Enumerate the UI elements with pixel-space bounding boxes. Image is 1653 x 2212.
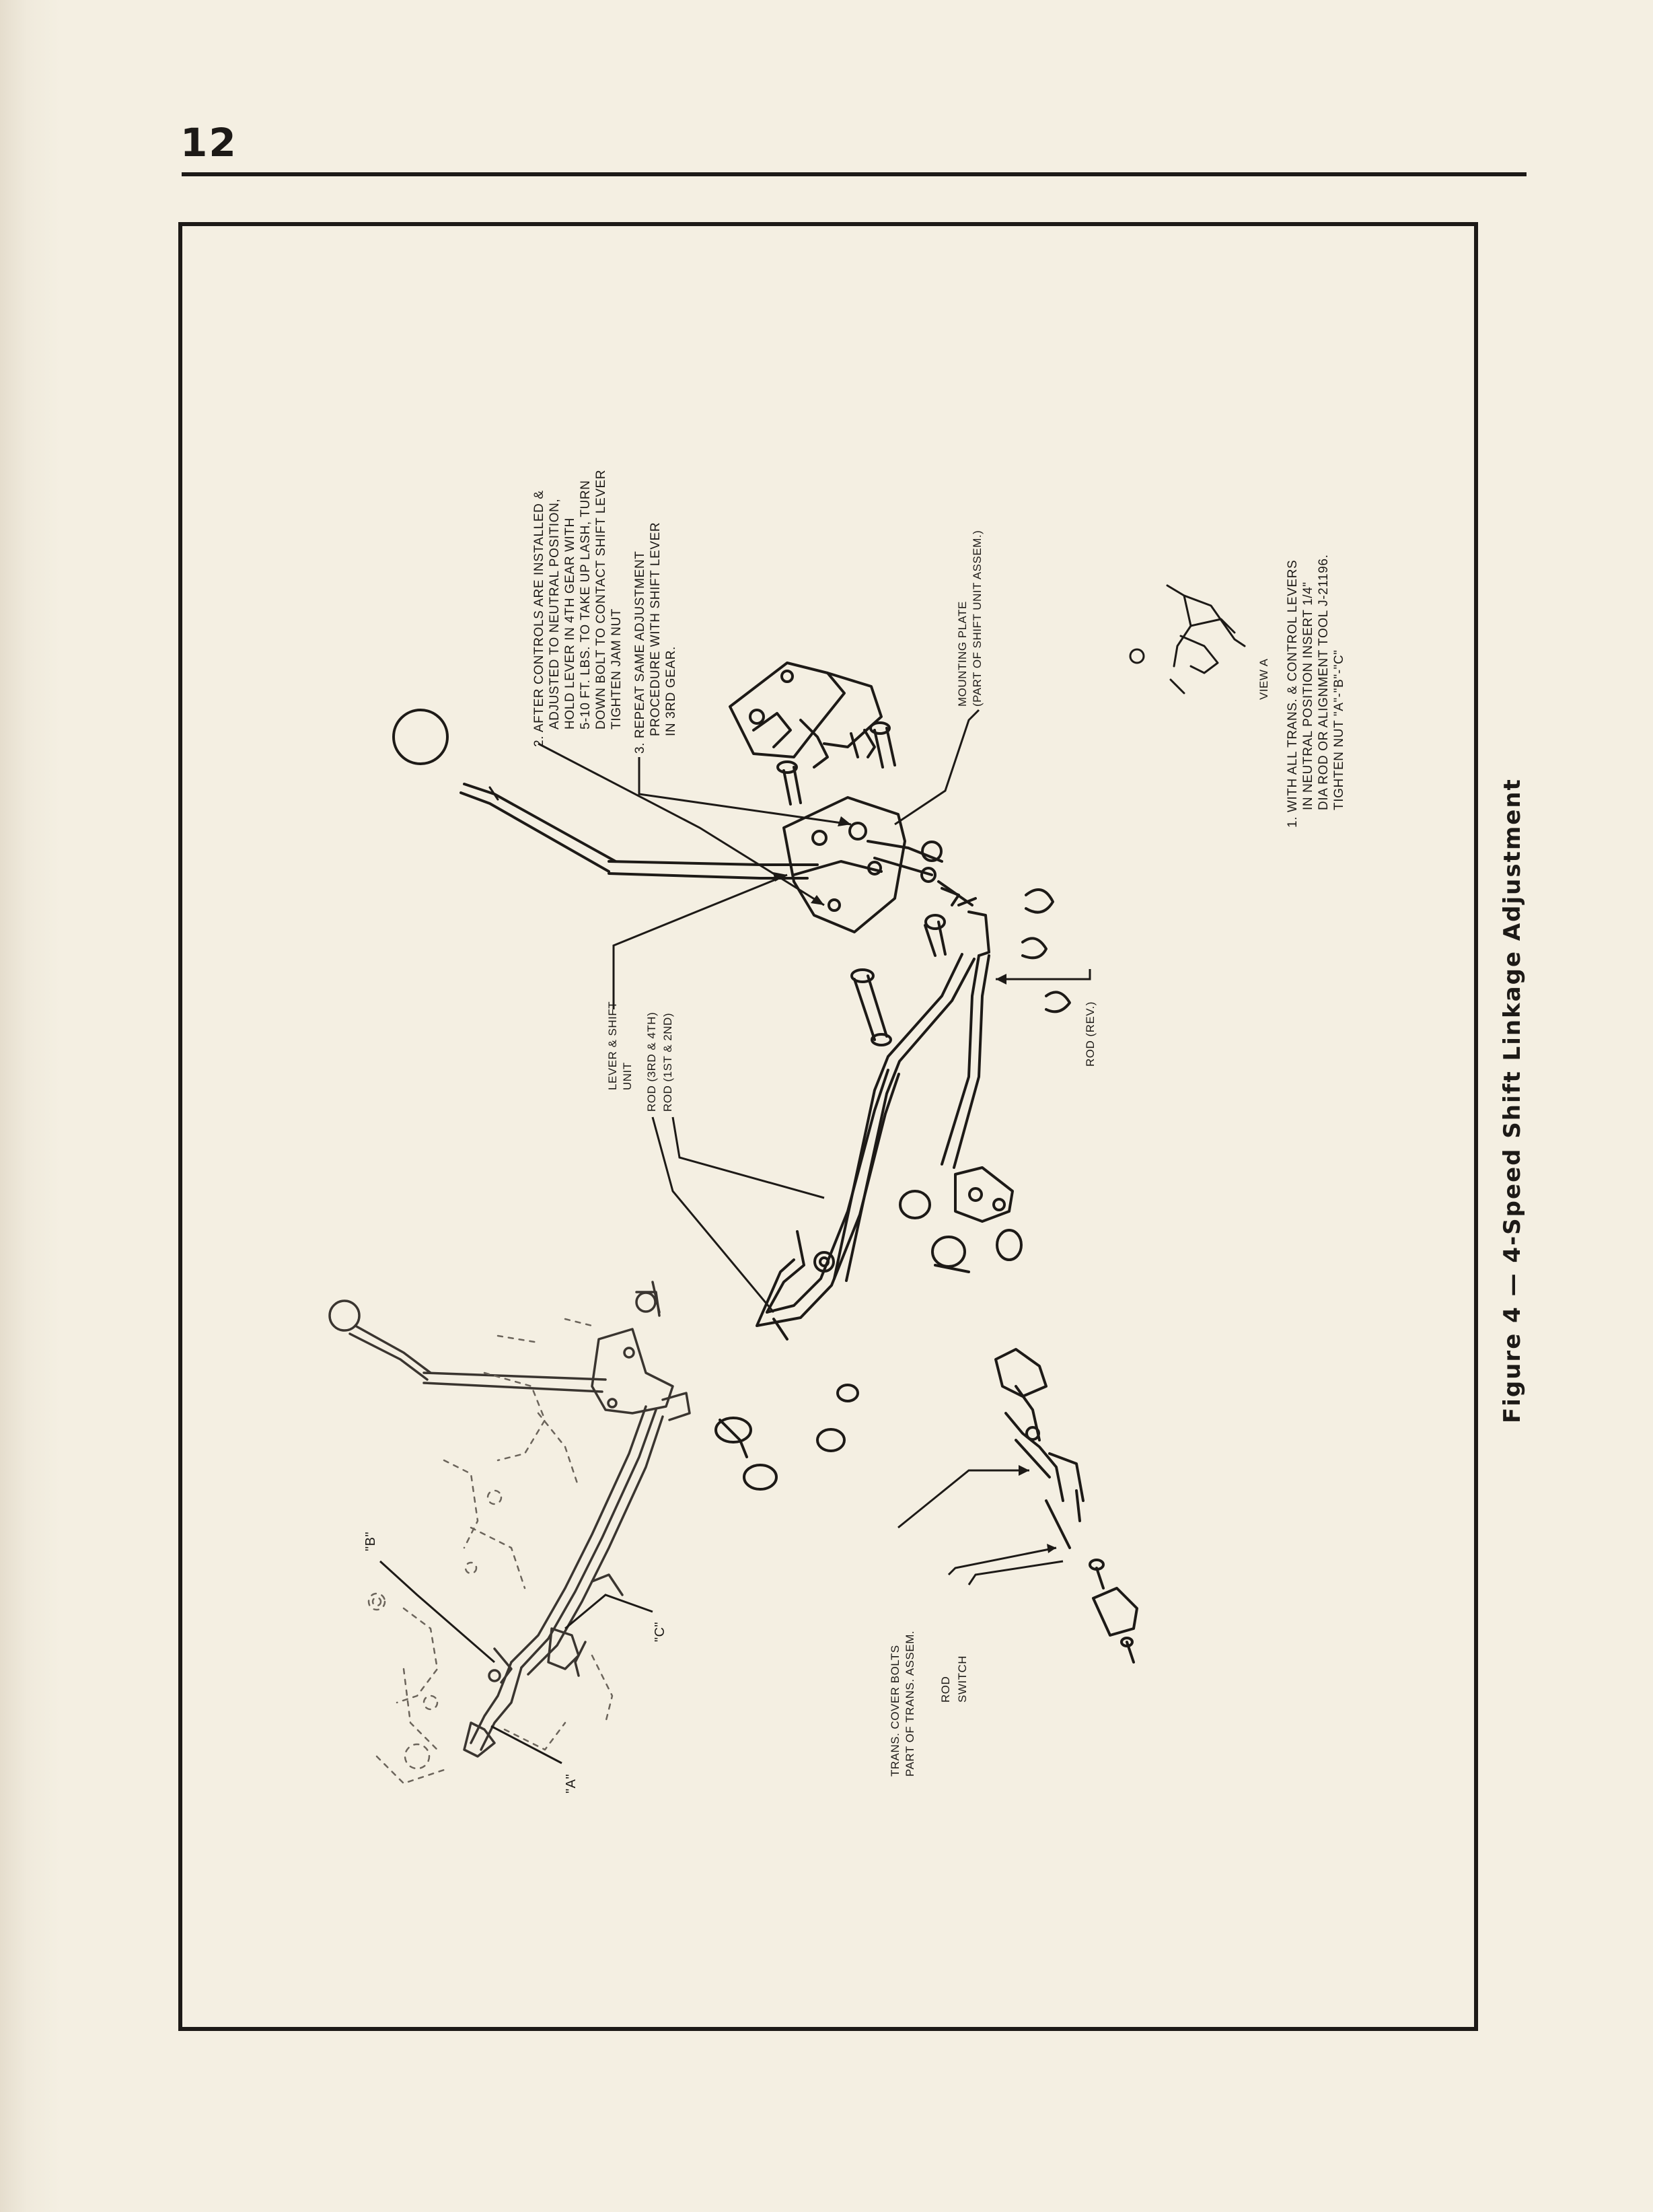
leader-switch	[967, 1560, 1064, 1585]
note-2-line-2: ADJUSTED TO NEUTRAL POSITION,	[548, 498, 562, 729]
transmission-levers	[899, 1166, 1138, 1664]
shift-unit-housing	[782, 796, 977, 933]
bolts-top	[776, 721, 896, 806]
leader-nut-b	[379, 1560, 495, 1664]
leader-note-2	[538, 742, 825, 906]
rod-3rd-4th-label: ROD (3RD & 4TH)	[645, 1011, 658, 1112]
leader-nut-c	[564, 1594, 653, 1630]
note-3-line-2: PROCEDURE WITH SHIFT LEVER	[649, 522, 663, 736]
leader-note-3	[638, 757, 852, 826]
note-1-line-4: TIGHTEN NUT "A"-"B"-"C"	[1332, 649, 1346, 810]
note-1-line-2: IN NEUTRAL POSITION INSERT 1/4"	[1301, 581, 1315, 810]
lever-shift-unit-line-1: LEVER & SHIFT	[606, 1001, 619, 1090]
loose-parts	[714, 1384, 859, 1491]
trans-cover-bolts-line-1: TRANS. COVER BOLTS	[889, 1645, 902, 1777]
note-1-text-1: WITH ALL TRANS. & CONTROL LEVERS	[1286, 559, 1300, 813]
note-2-line-3: HOLD LEVER IN 4TH GEAR WITH	[563, 518, 577, 729]
mounting-plate-line-1: MOUNTING PLATE	[956, 601, 969, 707]
lever-shift-unit-label: LEVER & SHIFT UNIT	[605, 1001, 635, 1090]
figure-caption-wrap: Figure 4 — 4-Speed Shift Linkage Adjustm…	[1499, 778, 1526, 1423]
rod-1st-2nd-label: ROD (1ST & 2ND)	[661, 1013, 674, 1112]
leader-lever-shift-unit	[612, 873, 788, 1009]
note-2-number: 2.	[532, 735, 546, 747]
leader-rod-1st-2nd	[651, 1116, 775, 1313]
nut-b-label: "B"	[363, 1531, 378, 1551]
leader-rod	[947, 1546, 1057, 1576]
note-2-line-5: DOWN BOLT TO CONTACT SHIFT LEVER	[594, 469, 608, 729]
rod-label: ROD	[939, 1676, 952, 1703]
mounting-plate-label: MOUNTING PLATE (PART OF SHIFT UNIT ASSEM…	[955, 530, 985, 707]
note-3-line-3: IN 3RD GEAR.	[664, 646, 678, 736]
note-1: 1. WITH ALL TRANS. & CONTROL LEVERS IN N…	[1285, 555, 1347, 828]
leader-mounting-plate	[894, 709, 980, 826]
leader-rod-rev	[996, 969, 1091, 980]
note-1-line-3: DIA ROD OR ALIGNMENT TOOL J-21196.	[1317, 554, 1331, 810]
mounting-plate-line-2: (PART OF SHIFT UNIT ASSEM.)	[971, 530, 984, 707]
view-a-label: VIEW A	[1257, 658, 1270, 700]
header-rule	[182, 172, 1527, 176]
figure-frame	[178, 222, 1478, 2031]
page-number: 12	[180, 120, 237, 166]
rod-rev-label: ROD (REV.)	[1084, 1001, 1097, 1067]
note-3: 3. REPEAT SAME ADJUSTMENT PROCEDURE WITH…	[632, 522, 679, 754]
note-2-line-4: 5-10 FT. LBS. TO TAKE UP LASH, TURN	[579, 480, 593, 729]
leader-nut-a	[490, 1725, 562, 1764]
leader-rod-3rd-4th	[671, 1116, 825, 1199]
leader-trans-cover-bolts	[897, 1469, 1029, 1529]
note-3-line-1: 3. REPEAT SAME ADJUSTMENT	[632, 522, 648, 754]
mounting-plate	[729, 662, 883, 769]
clips-washers	[850, 888, 1071, 1046]
note-3-number: 3.	[633, 742, 647, 754]
shift-rods	[756, 911, 990, 1341]
installed-view-engine-ghost	[367, 1318, 614, 1785]
nut-c-label: "C"	[653, 1621, 667, 1642]
note-2-line-1: 2. AFTER CONTROLS ARE INSTALLED &	[531, 470, 547, 747]
trans-cover-bolts-label: TRANS. COVER BOLTS PART OF TRANS. ASSEM.	[888, 1631, 918, 1777]
switch-label: SWITCH	[956, 1655, 969, 1703]
note-1-number: 1.	[1286, 816, 1300, 828]
note-2-line-6: TIGHTEN JAM NUT	[610, 608, 624, 729]
lever-shift-unit-line-2: UNIT	[621, 1062, 634, 1090]
figure-caption: Figure 4 — 4-Speed Shift Linkage Adjustm…	[1499, 778, 1526, 1423]
nut-a-label: "A"	[564, 1773, 579, 1793]
exploded-shift-lever	[392, 709, 819, 880]
note-2-text-1: AFTER CONTROLS ARE INSTALLED &	[532, 490, 546, 733]
installed-view	[328, 1281, 691, 1758]
trans-cover-bolts-line-2: PART OF TRANS. ASSEM.	[904, 1630, 916, 1777]
note-3-text-1: REPEAT SAME ADJUSTMENT	[633, 550, 647, 739]
note-1-line-1: 1. WITH ALL TRANS. & CONTROL LEVERS	[1285, 555, 1300, 828]
view-a-inset	[1129, 584, 1246, 694]
note-2: 2. AFTER CONTROLS ARE INSTALLED & ADJUST…	[531, 470, 624, 747]
